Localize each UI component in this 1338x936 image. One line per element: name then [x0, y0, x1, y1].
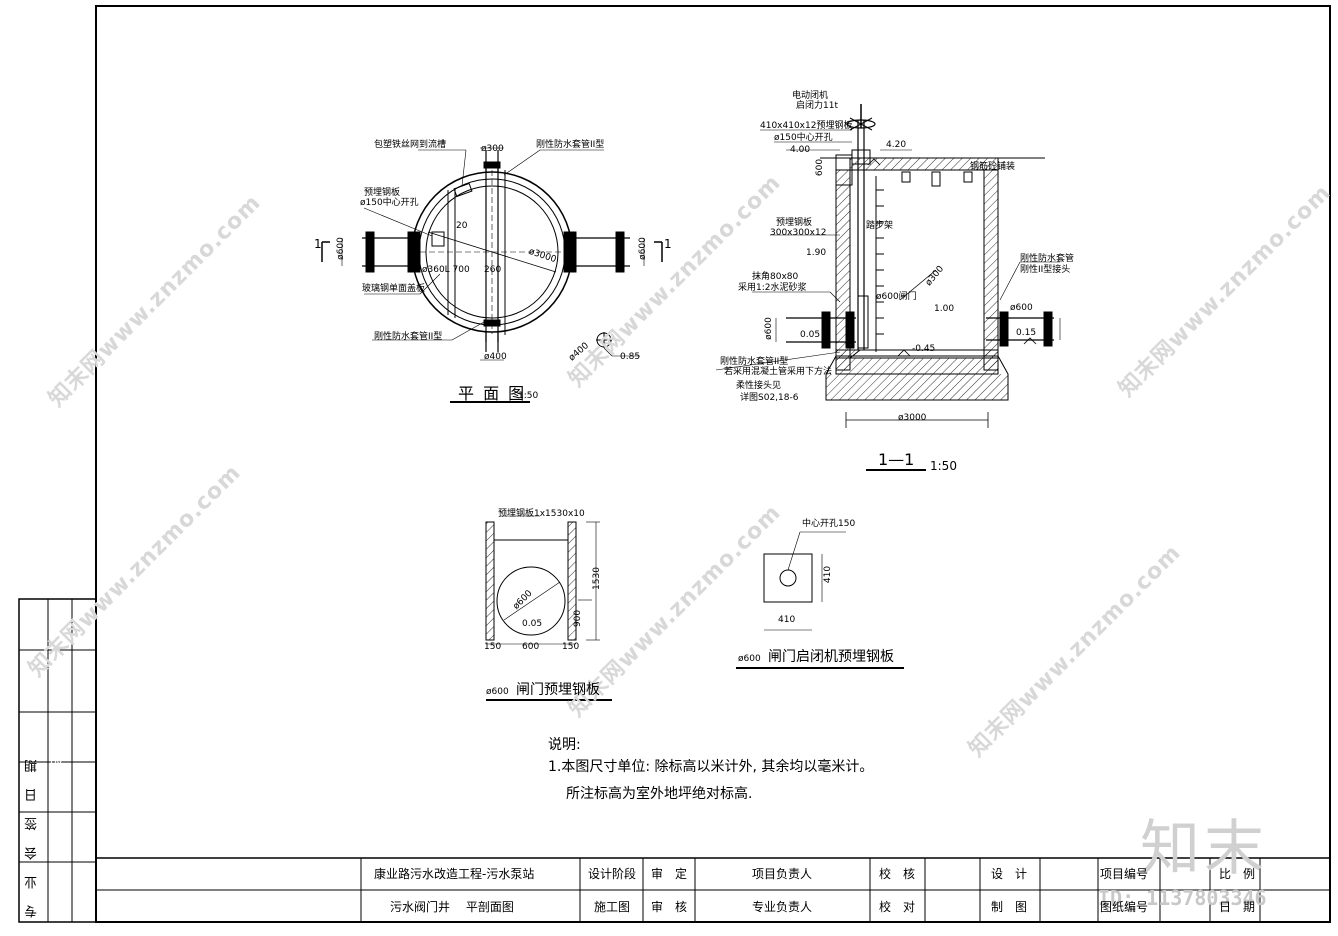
plan-label-elev: 0.85	[620, 352, 641, 362]
gate-plate-label-h1530: 1530	[591, 567, 602, 590]
plan-label-v260: 260	[484, 265, 502, 275]
section-label-v600: 600	[815, 158, 826, 177]
tb-date: 日 期	[1219, 900, 1256, 914]
plan-label-d300: ø300	[481, 144, 504, 154]
section-label-elev400: 4.00	[790, 145, 811, 155]
section-title: 1—1	[878, 450, 915, 469]
hoist-plate-title: 闸门启闭机预埋钢板	[768, 649, 894, 665]
plan-label-frp-grate: 玻璃钢单面盖板	[362, 284, 426, 294]
plan-label-d360: ø360L 700	[422, 265, 470, 275]
plan-label-sleeve-top: 刚性防水套管II型	[536, 140, 605, 150]
tb-scale: 比 例	[1219, 867, 1256, 881]
section-label-flex2: 详图S02,18-6	[740, 393, 799, 403]
section-label-d600-left: ø600	[763, 317, 774, 340]
gate-plate-label-plate: 预埋钢板1x1530x10	[498, 509, 585, 519]
tb-draw: 制 图	[991, 900, 1028, 914]
tb-lead: 专业负责人	[752, 900, 813, 914]
tb-pm: 项目负责人	[752, 867, 813, 881]
notes-line2: 所注标高为室外地坪绝对标高.	[566, 786, 753, 802]
gate-plate-label-v005: 0.05	[522, 619, 543, 629]
tb-proj-no: 项目编号	[1100, 867, 1149, 881]
notes-heading: 说明:	[548, 737, 581, 753]
section-label-embed300b: 300x300x12	[770, 228, 827, 238]
tb-stage-value: 施工图	[594, 900, 631, 914]
hoist-plate-label-h410: 410	[778, 615, 796, 625]
tb-dwg-no: 图纸编号	[1100, 900, 1149, 914]
gate-plate-label-w600: 600	[522, 642, 540, 652]
tb-stage-label: 设计阶段	[588, 867, 637, 881]
tb-project: 康业路污水改造工程-污水泵站	[374, 867, 535, 881]
section-label-plate410: 410x410x12预埋钢板	[760, 121, 853, 131]
hoist-plate-label-v410: 410	[823, 565, 834, 584]
section-label-elev005: 0.05	[800, 330, 821, 340]
section-label-elev420: 4.20	[886, 140, 907, 150]
tb-drawing: 污水阀门井 平剖面图	[390, 900, 514, 914]
gate-plate-label-w150a: 150	[484, 642, 502, 652]
tb-design: 设 计	[991, 867, 1028, 881]
tb-proof: 校 对	[879, 900, 916, 914]
section-label-elev-045: -0.45	[912, 344, 936, 354]
plan-title: 平 面 图	[458, 384, 527, 403]
section-label-elev190: 1.90	[806, 248, 827, 258]
gate-plate-prefix: ø600	[486, 687, 509, 697]
section-label-hole150: ø150中心开孔	[774, 133, 833, 143]
plan-label-r20: 20	[456, 221, 468, 231]
gate-plate-label-w150b: 150	[562, 642, 580, 652]
section-label-hoist2: 启闭力11t	[796, 101, 838, 111]
section-label-sleeve-right2: 刚性II型接头	[1020, 265, 1071, 275]
plan-label-d600-right: ø600	[637, 237, 648, 260]
plan-label-grate: 包塑铁丝网到流槽	[374, 140, 447, 150]
section-label-flex: 柔性接头见	[736, 381, 782, 391]
section-label-hoist: 电动闭机	[792, 91, 829, 101]
plan-label-embed-plate: 预埋钢板	[364, 188, 401, 198]
hoist-plate-prefix: ø600	[738, 654, 761, 664]
plan-label-d600-left: ø600	[335, 237, 346, 260]
hoist-plate-view	[736, 531, 904, 669]
notes-line1: 1.本图尺寸单位: 除标高以米计外, 其余均以毫米计。	[548, 759, 874, 775]
side-block-col2: 专 业 会 签 日 期	[51, 753, 66, 918]
id-label: ID: 1137803346	[1098, 886, 1267, 910]
side-block-col1: 专 业 会 签 日 期	[25, 753, 40, 918]
section-label-sleeve-left: 刚性防水套管II型	[720, 357, 789, 367]
section-label-d600-right: ø600	[1010, 303, 1033, 313]
plan-label-d400-bottom: ø400	[484, 352, 507, 362]
plan-cut-right: 1	[664, 237, 672, 251]
section-label-paving: 钢筋砼铺装	[970, 162, 1016, 172]
section-label-d3000: ø3000	[898, 413, 927, 423]
title-block-grid	[95, 857, 1331, 923]
gate-plate-title: 闸门预埋钢板	[516, 682, 600, 698]
section-label-mortar: 采用1:2水泥砂浆	[738, 283, 807, 293]
section-label-gate: ø600闸门	[876, 292, 917, 302]
section-label-elev015: 0.15	[1016, 328, 1037, 338]
section-label-sleeve-right: 刚性防水套管	[1020, 254, 1075, 264]
tb-review: 审 核	[651, 900, 688, 914]
plan-label-sleeve-bottom: 刚性防水套管II型	[374, 332, 443, 342]
gate-plate-view	[485, 515, 612, 701]
section-label-angle: 抹角80x80	[752, 272, 799, 282]
section-label-embed300: 预埋钢板	[776, 218, 813, 228]
plan-scale: 1:50	[518, 391, 539, 401]
brand-logo: 知末	[1140, 814, 1268, 884]
plan-label-center-hole: ø150中心开孔	[360, 198, 419, 208]
gate-plate-label-h900: 900	[573, 609, 584, 628]
tb-check: 校 核	[879, 867, 916, 881]
plan-view	[321, 147, 663, 403]
section-scale: 1:50	[930, 459, 957, 473]
section-label-ladder: 踏步架	[866, 221, 894, 231]
section-view	[715, 104, 1061, 471]
tb-approve: 审 定	[651, 867, 688, 881]
hoist-plate-label-center: 中心开孔150	[802, 519, 856, 529]
plan-cut-left: 1	[314, 237, 322, 251]
section-label-sleeve-left2: 若采用混凝土管采用下方法	[724, 367, 833, 377]
section-label-elev100: 1.00	[934, 304, 955, 314]
